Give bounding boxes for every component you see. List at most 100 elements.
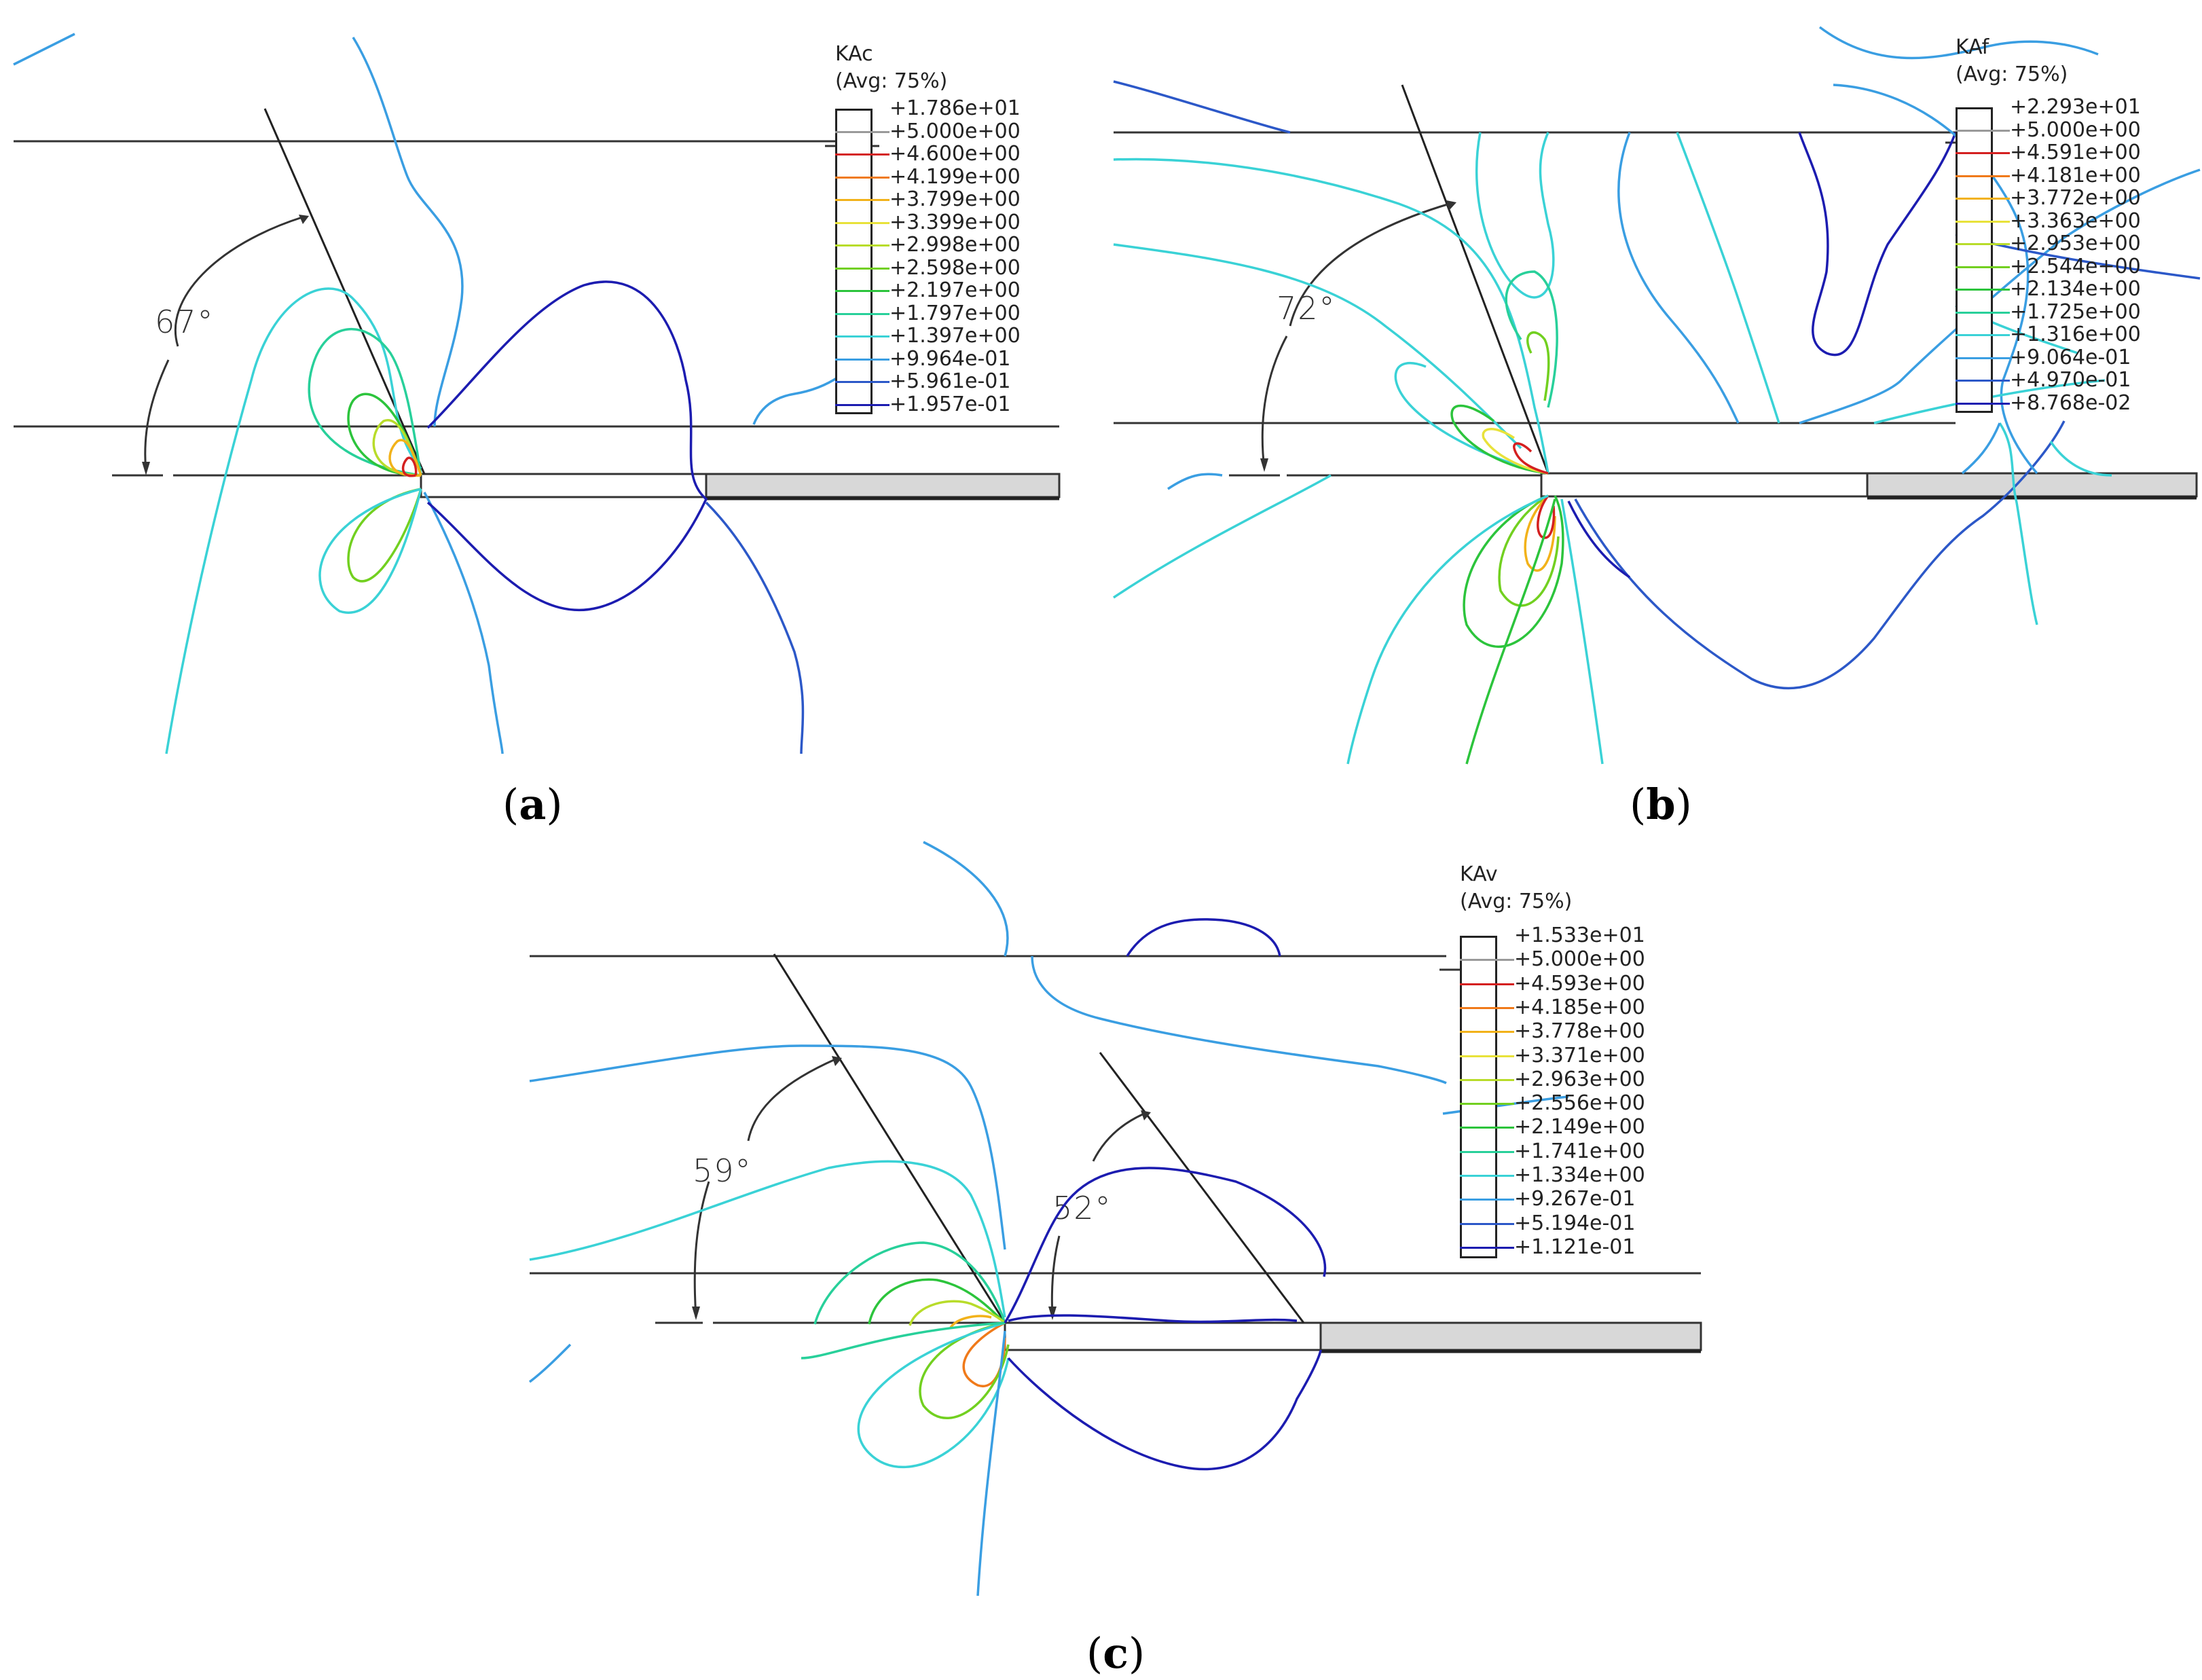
legend-value: +3.371e+00 bbox=[1514, 1043, 1645, 1067]
legend-value: +5.194e-01 bbox=[1514, 1211, 1636, 1235]
legend-value: +1.957e-01 bbox=[889, 392, 1011, 416]
shaded-layer bbox=[1866, 472, 2198, 498]
legend-color-tick bbox=[1460, 1031, 1514, 1034]
caption-a: (a) bbox=[502, 780, 563, 829]
legend-value: +2.556e+00 bbox=[1514, 1091, 1645, 1116]
legend-value: +5.000e+00 bbox=[889, 119, 1021, 143]
legend-color-box bbox=[835, 109, 873, 414]
legend-color-tick bbox=[1460, 1246, 1514, 1249]
legend-color-tick bbox=[1460, 1055, 1514, 1057]
crack-direction-line bbox=[1401, 84, 1549, 474]
crack-face bbox=[1540, 472, 1869, 498]
legend-value: +2.963e+00 bbox=[1514, 1067, 1645, 1091]
legend-value: +1.741e+00 bbox=[1514, 1139, 1645, 1163]
contour-plot-b: 72° bbox=[1113, 26, 2201, 765]
legend-color-tick bbox=[1460, 1006, 1514, 1009]
panel-c: 59° 52° KAv bbox=[528, 841, 1702, 1678]
legend-color-tick bbox=[1460, 1127, 1514, 1129]
legend-value: +3.778e+00 bbox=[1514, 1019, 1645, 1044]
legend-value: +2.149e+00 bbox=[1514, 1115, 1645, 1139]
legend-color-tick bbox=[1956, 243, 2010, 245]
legend-color-tick bbox=[1956, 380, 2010, 382]
legend-color-tick bbox=[1460, 959, 1514, 962]
legend-value: +9.964e-01 bbox=[889, 346, 1011, 371]
panel-a: 67° KAc (Avg: 75%) +1.786e+01+5.000e+00+… bbox=[0, 0, 1073, 829]
legend-color-tick bbox=[835, 312, 889, 315]
legend-value: +2.134e+00 bbox=[2010, 277, 2141, 301]
legend-color-tick bbox=[835, 176, 889, 179]
legend-color-box bbox=[1956, 107, 1993, 413]
legend-color-tick bbox=[1956, 311, 2010, 314]
legend-value: +4.970e-01 bbox=[2010, 368, 2131, 392]
legend-color-tick bbox=[835, 267, 889, 270]
legend-value: +5.000e+00 bbox=[2010, 117, 2141, 142]
shaded-layer bbox=[1319, 1321, 1702, 1351]
legend-value: +9.064e-01 bbox=[2010, 345, 2131, 369]
legend-color-tick bbox=[1956, 152, 2010, 154]
legend-a: KAc (Avg: 75%) +1.786e+01+5.000e+00+4.60… bbox=[835, 42, 1066, 422]
crack-direction-line-1 bbox=[773, 953, 1006, 1323]
legend-value: +5.961e-01 bbox=[889, 369, 1011, 393]
legend-color-tick bbox=[835, 221, 889, 224]
legend-color-tick bbox=[1956, 198, 2010, 200]
legend-color-tick bbox=[1460, 1175, 1514, 1177]
legend-b: KAf (Avg: 75%) +2.293e+01+5.000e+00+4.59… bbox=[1956, 35, 2193, 422]
legend-title: KAv bbox=[1460, 862, 1498, 886]
legend-value: +2.544e+00 bbox=[2010, 254, 2141, 278]
legend-value: +2.998e+00 bbox=[889, 233, 1021, 257]
legend-color-tick bbox=[1956, 129, 2010, 132]
legend-color-tick bbox=[835, 244, 889, 246]
legend-value: +4.600e+00 bbox=[889, 142, 1021, 166]
legend-value: +8.768e-02 bbox=[2010, 390, 2131, 415]
legend-color-tick bbox=[1956, 220, 2010, 223]
legend-value: +1.397e+00 bbox=[889, 324, 1021, 348]
legend-color-tick bbox=[1956, 334, 2010, 336]
panel-b: 72° bbox=[1113, 0, 2201, 829]
legend-title: KAc bbox=[835, 42, 873, 66]
crack-face bbox=[420, 473, 708, 498]
crack-face bbox=[1004, 1321, 1322, 1351]
legend-subtitle: (Avg: 75%) bbox=[1956, 62, 2068, 86]
legend-value: +2.293e+01 bbox=[2010, 95, 2141, 119]
legend-value: +3.772e+00 bbox=[2010, 186, 2141, 210]
legend-value: +4.181e+00 bbox=[2010, 163, 2141, 187]
legend-color-tick bbox=[1460, 1222, 1514, 1225]
contour-lines-b bbox=[1113, 26, 2201, 765]
legend-color-tick bbox=[1956, 357, 2010, 359]
crack-direction-line-2 bbox=[1099, 1052, 1305, 1323]
legend-color-tick bbox=[835, 153, 889, 156]
legend-title: KAf bbox=[1956, 35, 1989, 59]
legend-value: +1.786e+01 bbox=[889, 96, 1021, 120]
legend-value: +4.185e+00 bbox=[1514, 995, 1645, 1019]
legend-color-tick bbox=[1460, 1199, 1514, 1201]
legend-value: +5.000e+00 bbox=[1514, 947, 1645, 972]
legend-color-tick bbox=[1956, 175, 2010, 177]
legend-color-tick bbox=[1956, 266, 2010, 268]
caption-c: (c) bbox=[1086, 1628, 1145, 1678]
legend-value: +1.334e+00 bbox=[1514, 1163, 1645, 1187]
legend-color-tick bbox=[1956, 402, 2010, 405]
angle-label-a: 67° bbox=[155, 304, 215, 340]
legend-value: +1.316e+00 bbox=[2010, 323, 2141, 346]
legend-value: +2.598e+00 bbox=[889, 255, 1021, 280]
contour-lines-c bbox=[528, 841, 1569, 1596]
legend-color-tick bbox=[835, 335, 889, 337]
legend-color-box bbox=[1460, 936, 1497, 1258]
angle-label-c-left: 59° bbox=[693, 1152, 752, 1189]
angle-label-b: 72° bbox=[1277, 290, 1336, 327]
legend-color-tick bbox=[835, 199, 889, 201]
legend-color-tick bbox=[1460, 1078, 1514, 1081]
shaded-layer bbox=[705, 473, 1061, 498]
legend-value: +3.799e+00 bbox=[889, 187, 1021, 211]
legend-value: +4.593e+00 bbox=[1514, 971, 1645, 996]
legend-value: +1.533e+01 bbox=[1514, 924, 1645, 947]
legend-value: +4.591e+00 bbox=[2010, 141, 2141, 164]
legend-color-tick bbox=[1460, 983, 1514, 985]
legend-color-tick bbox=[835, 290, 889, 292]
legend-color-tick bbox=[835, 358, 889, 361]
legend-subtitle: (Avg: 75%) bbox=[835, 69, 948, 93]
legend-color-tick bbox=[1460, 1103, 1514, 1106]
legend-color-tick bbox=[1460, 1150, 1514, 1153]
legend-value: +1.725e+00 bbox=[2010, 299, 2141, 324]
legend-value: +1.121e-01 bbox=[1514, 1235, 1636, 1259]
